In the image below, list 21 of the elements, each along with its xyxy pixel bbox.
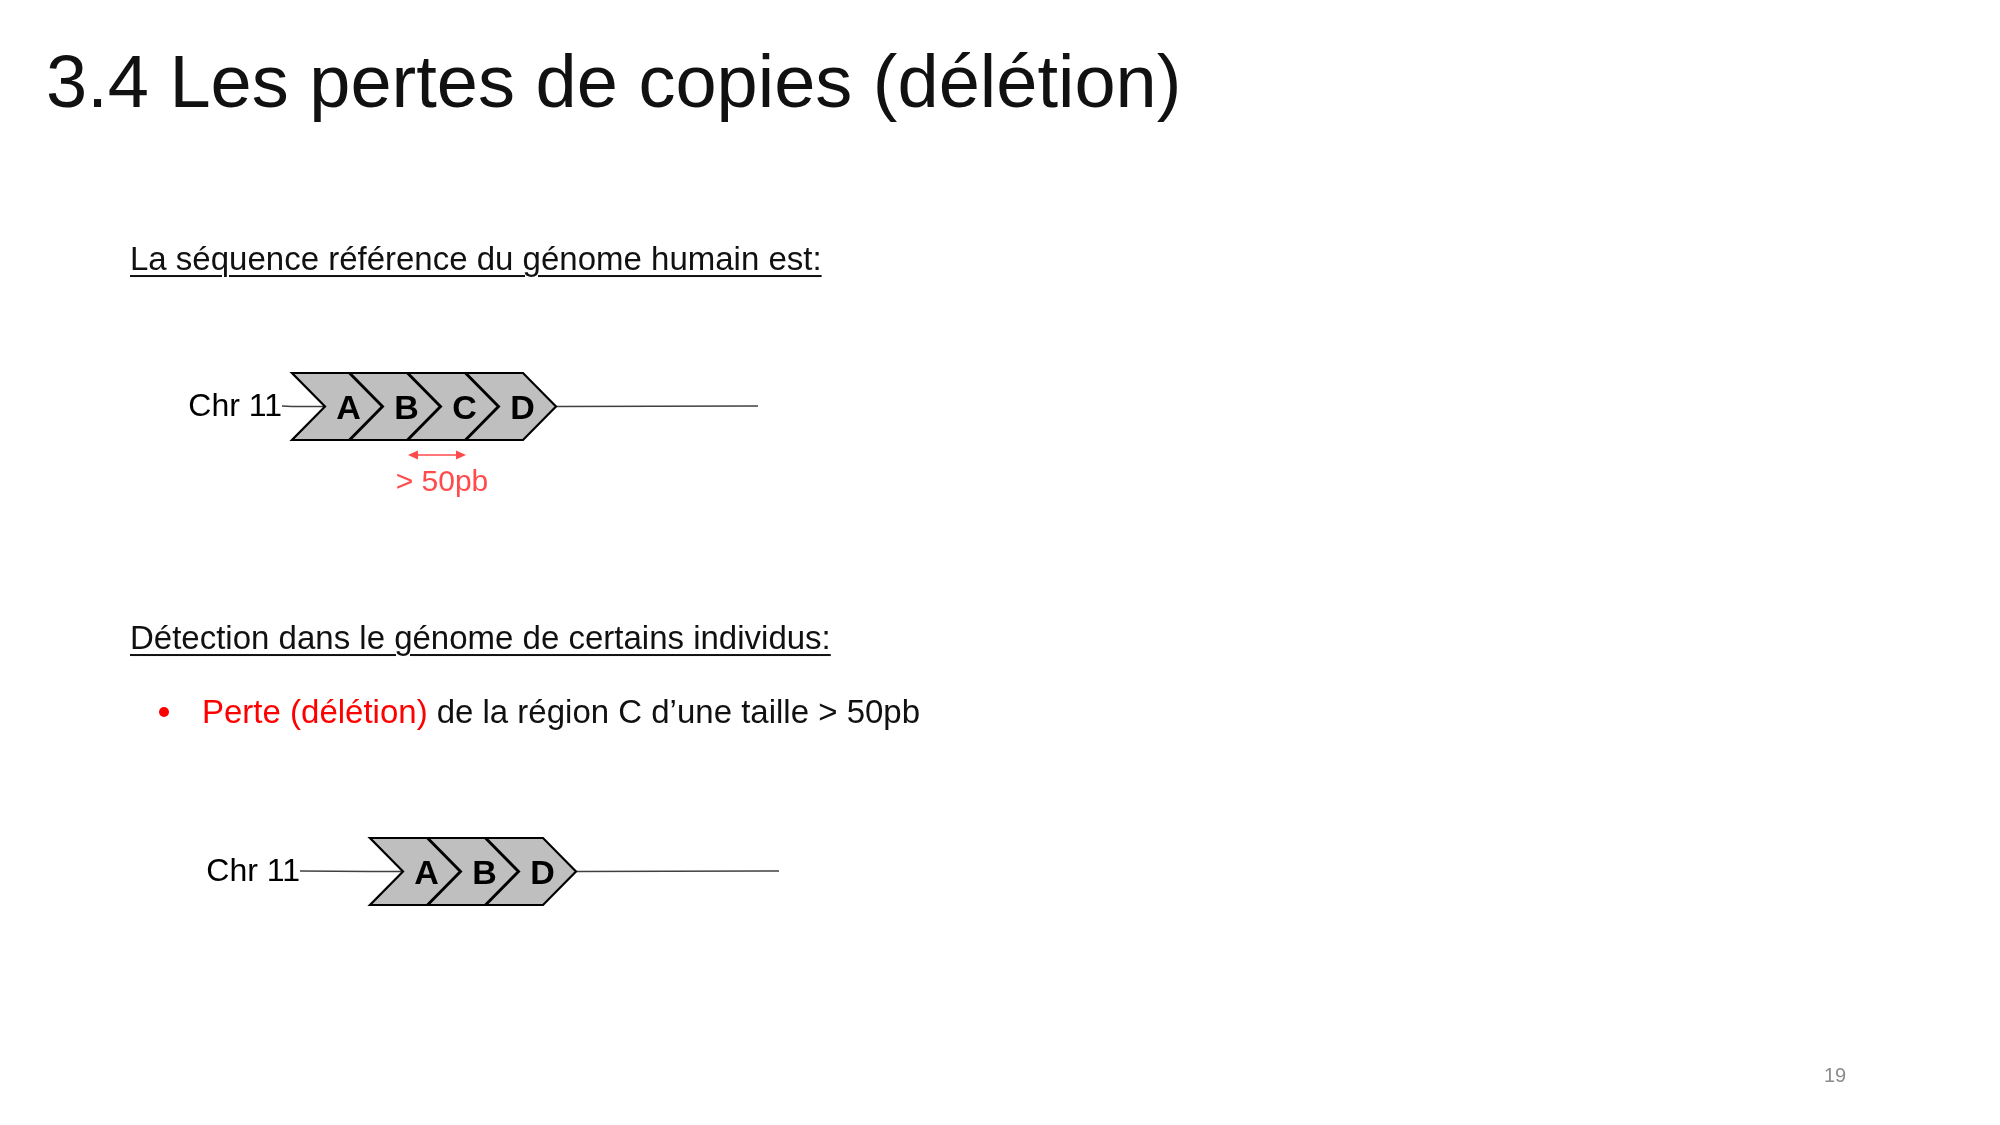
- chevron-segment: [292, 373, 382, 440]
- section-heading: La séquence référence du génome humain est:: [130, 240, 822, 278]
- connector-line: [575, 870, 780, 873]
- segment-label: D: [530, 854, 555, 889]
- chevron-segment: [370, 838, 460, 905]
- page-number: 19: [1824, 1063, 1847, 1087]
- segment-label: A: [336, 389, 361, 424]
- segment-label: D: [510, 389, 535, 424]
- dimension-label: > 50pb: [395, 463, 489, 499]
- connector-line: [555, 405, 759, 408]
- chromosome-label: Chr 11: [206, 853, 300, 889]
- segment-label: B: [394, 389, 419, 424]
- connector-line: [299, 870, 371, 873]
- connector-line: [281, 405, 293, 408]
- highlight-term: Perte (délétion): [202, 693, 428, 731]
- segment-label: B: [472, 854, 497, 889]
- segment-label: C: [452, 389, 477, 424]
- bullet-text: de la région C d’une taille > 50pb: [436, 693, 921, 731]
- segment-label: A: [414, 854, 439, 889]
- section-heading: Détection dans le génome de certains individus:: [130, 619, 831, 657]
- chromosome-label: Chr 11: [188, 388, 282, 424]
